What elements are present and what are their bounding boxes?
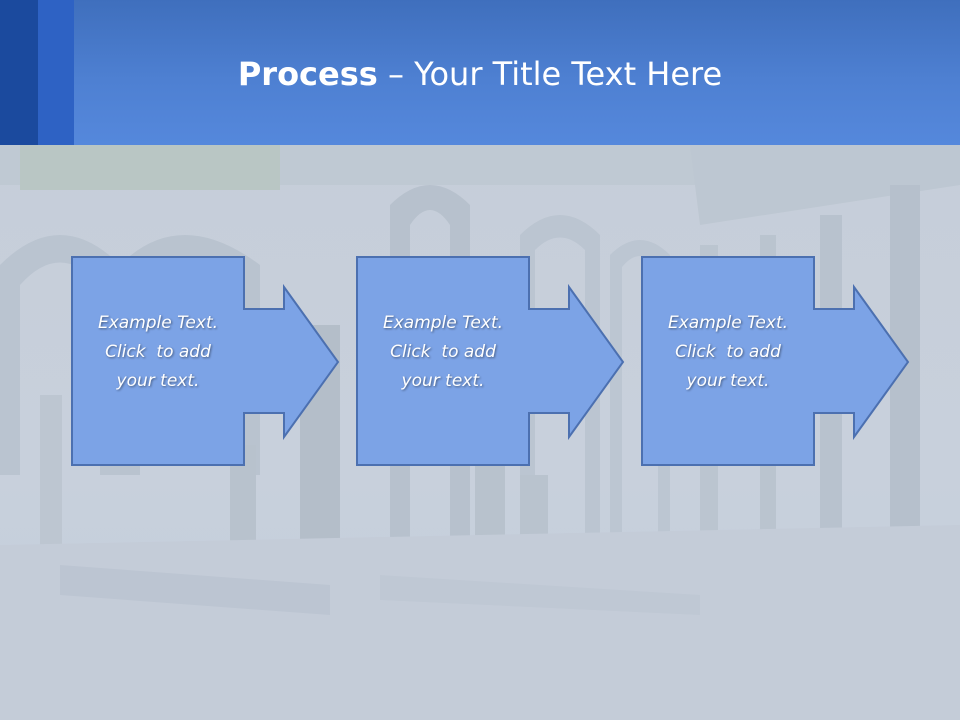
step-arrow-shape <box>71 256 340 466</box>
header-accent-dark <box>0 0 38 145</box>
step-text[interactable]: Example Text. Click to add your text. <box>357 309 529 396</box>
step-text-line: your text. <box>401 371 485 391</box>
step-text[interactable]: Example Text. Click to add your text. <box>642 309 814 396</box>
step-text-line: Example Text. <box>97 313 219 333</box>
step-text-line: Example Text. <box>667 313 789 333</box>
step-text-line: your text. <box>116 371 200 391</box>
step-text-line: Click to add <box>675 342 781 362</box>
title-bar: Process – Your Title Text Here <box>0 0 960 145</box>
process-step-2[interactable]: Example Text. Click to add your text. <box>356 256 627 467</box>
process-step-1[interactable]: Example Text. Click to add your text. <box>71 256 342 467</box>
step-text-line: Click to add <box>105 342 211 362</box>
step-arrow-shape <box>641 256 910 466</box>
title-bold: Process <box>237 55 378 93</box>
step-text[interactable]: Example Text. Click to add your text. <box>72 309 244 396</box>
step-text-line: Example Text. <box>382 313 504 333</box>
header-accent-mid <box>38 0 74 145</box>
step-text-line: Click to add <box>390 342 496 362</box>
process-step-3[interactable]: Example Text. Click to add your text. <box>641 256 912 467</box>
slide-title[interactable]: Process – Your Title Text Here <box>0 52 960 96</box>
step-arrow-shape <box>356 256 625 466</box>
step-text-line: your text. <box>686 371 770 391</box>
title-rest: – Your Title Text Here <box>377 55 723 93</box>
